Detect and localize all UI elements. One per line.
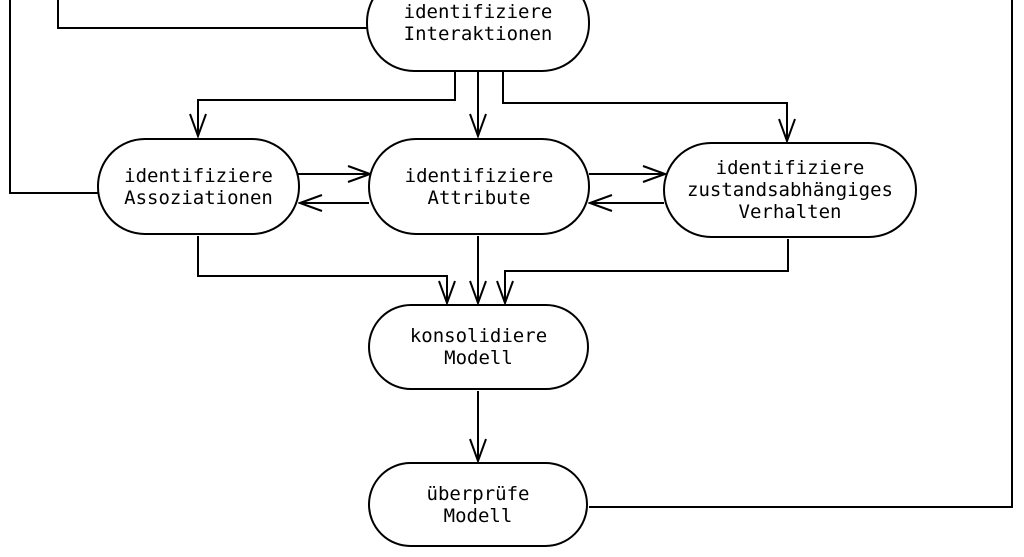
- edge-entry-top-to-interaktionen: [57, 0, 367, 29]
- node-identifiziere-attribute: identifiziere Attribute: [368, 138, 590, 235]
- node-identifiziere-zustandsabhaengiges-verhalten: identifiziere zustandsabhängiges Verhalt…: [663, 142, 917, 238]
- node-ueberpruefe-modell: überprüfe Modell: [368, 462, 588, 547]
- node-identifiziere-assoziationen: identifiziere Assoziationen: [97, 138, 300, 235]
- node-label-assoziationen: identifiziere Assoziationen: [124, 164, 273, 209]
- node-konsolidiere-modell: konsolidiere Modell: [368, 304, 589, 390]
- node-label-attribute: identifiziere Attribute: [404, 164, 554, 209]
- node-label-ueberpruefe-modell: überprüfe Modell: [426, 482, 530, 527]
- node-identifiziere-interaktionen: identifiziere Interaktionen: [366, 0, 590, 72]
- edge-entry-left-to-assoziationen: [9, 0, 99, 194]
- edge-assoziationen-to-konsolidiere: [197, 236, 447, 303]
- edge-interaktionen-to-verhalten: [502, 71, 787, 141]
- node-label-konsolidiere-modell: konsolidiere Modell: [409, 325, 548, 369]
- edge-interaktionen-to-assoziationen: [198, 71, 456, 136]
- node-label-zustandsabhaengiges-verhalten: identifiziere zustandsabhängiges Verhalt…: [687, 157, 893, 223]
- edge-ueberpruefe-feedback-right: [589, 0, 1013, 508]
- edge-verhalten-to-konsolidiere: [505, 239, 789, 303]
- node-label-interaktionen: identifiziere Interaktionen: [403, 1, 553, 45]
